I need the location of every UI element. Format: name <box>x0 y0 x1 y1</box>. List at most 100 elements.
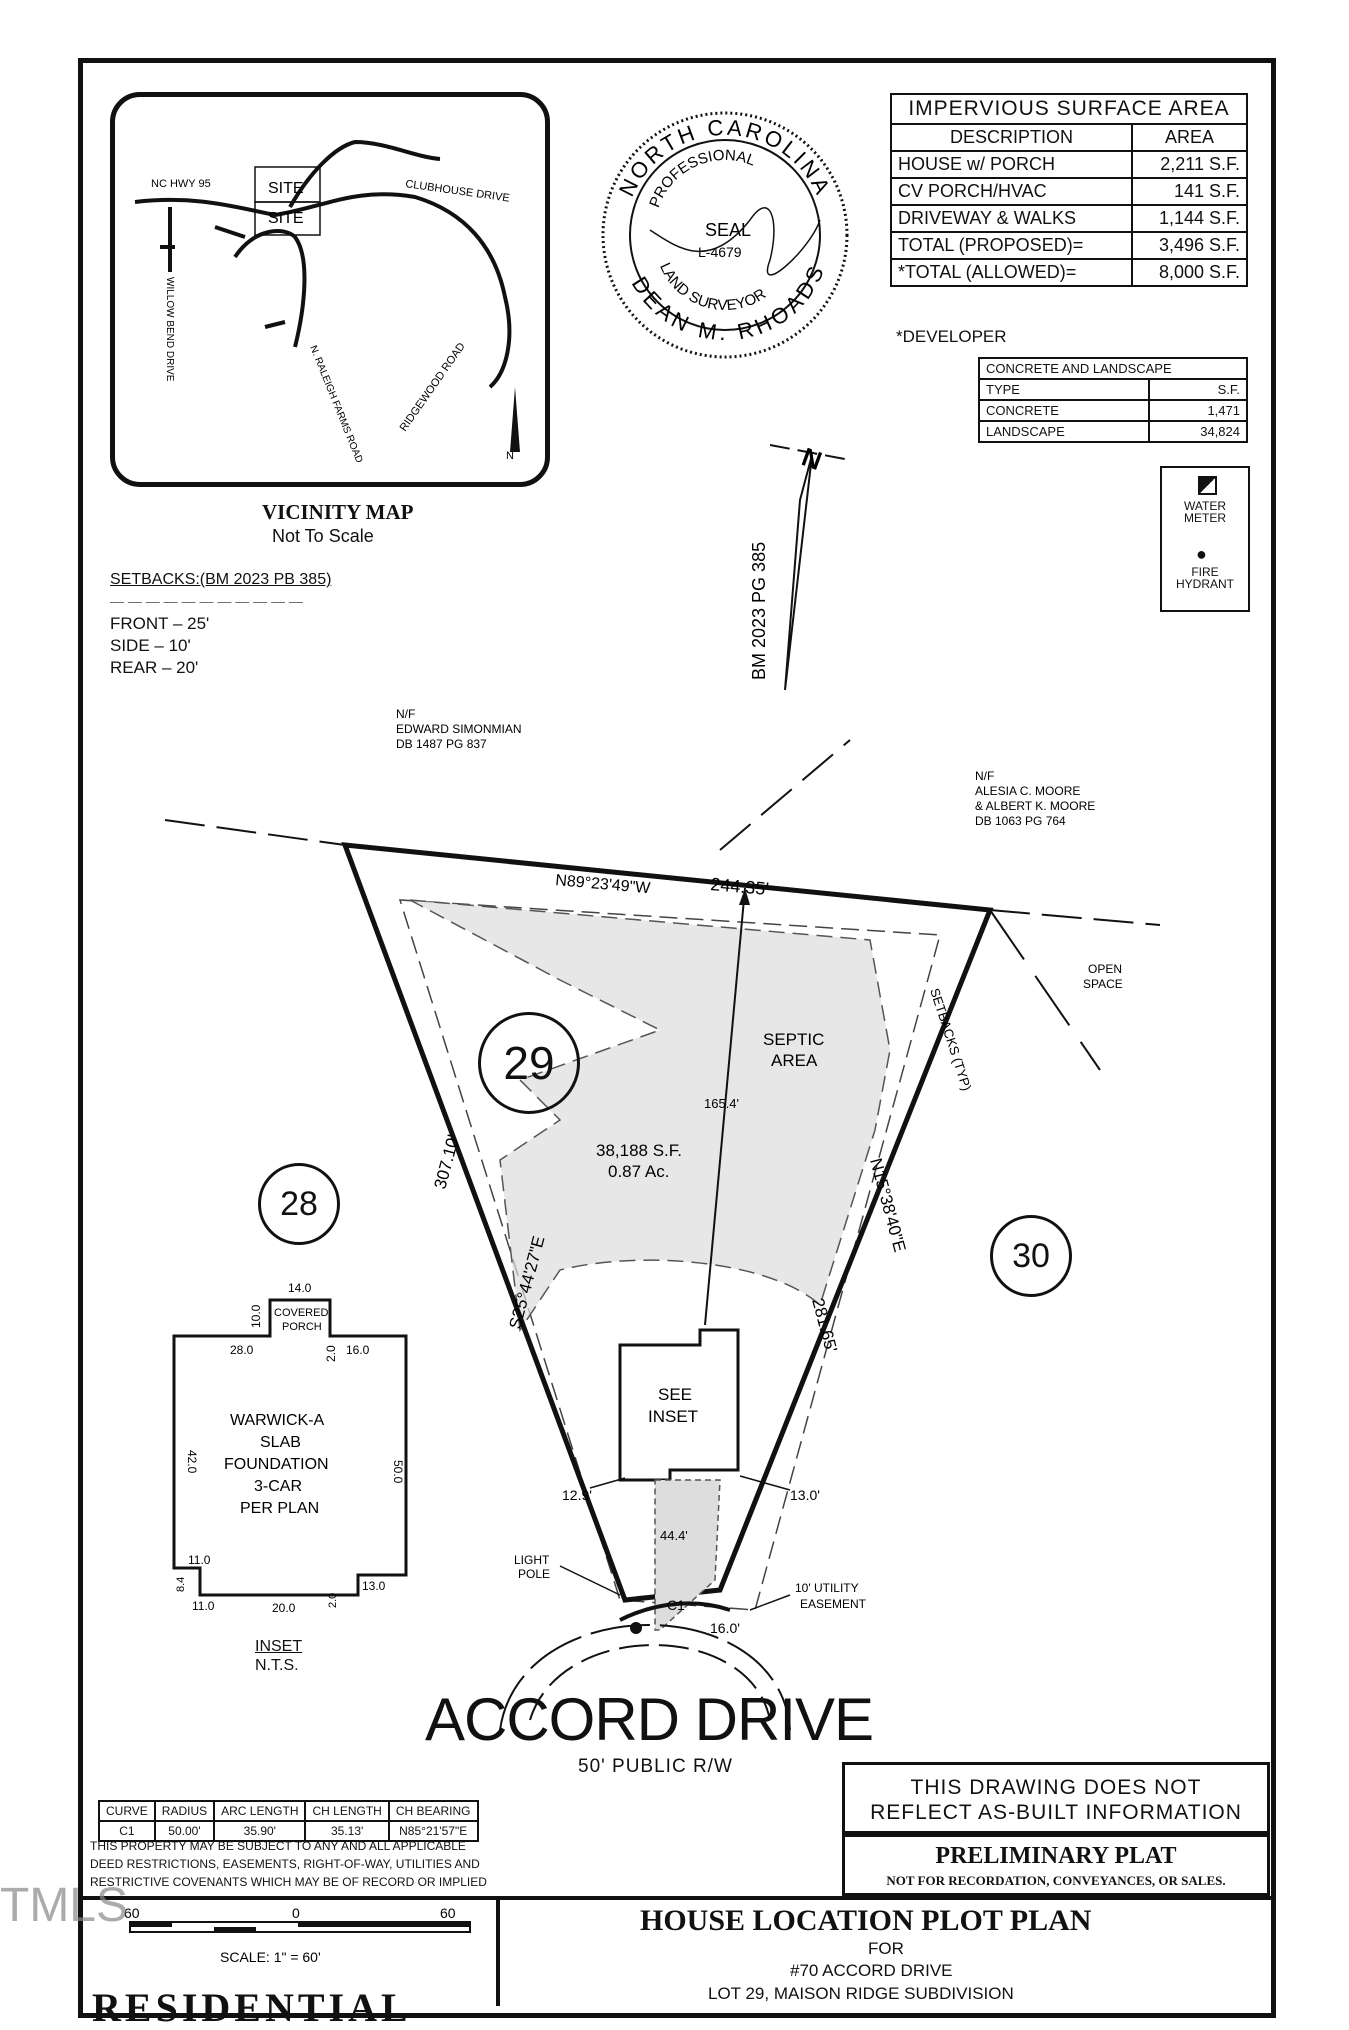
lot-area-ac: 0.87 Ac. <box>608 1162 669 1181</box>
fire-hydrant-icon: ● <box>1196 544 1207 564</box>
legend-box: WATER METER ● FIRE HYDRANT <box>1160 466 1250 612</box>
title-divider <box>496 1896 500 2006</box>
inset-dim-bottom-right: 13.0 <box>362 1579 386 1593</box>
scale-bar: 60 0 60 SCALE: 1" = 60' <box>124 1906 471 1965</box>
utility-2: EASEMENT <box>800 1597 867 1611</box>
impervious-title: IMPERVIOUS SURFACE AREA <box>890 93 1248 125</box>
right-offset: 13.0' <box>790 1487 820 1503</box>
septic-label-1: SEPTIC <box>763 1030 824 1049</box>
inset-dim-bottom-step: 11.0 <box>188 1553 211 1567</box>
impervious-area: 2,211 S.F. <box>1130 150 1249 179</box>
inset-dim-small-left: 8.4 <box>175 1577 187 1592</box>
inset-house-1: WARWICK-A <box>230 1412 325 1429</box>
north-arrow-icon <box>784 454 813 691</box>
curve-header: ARC LENGTH <box>213 1800 307 1822</box>
scale-label: SCALE: 1" = 60' <box>220 1949 321 1965</box>
inset-house-2: SLAB <box>260 1434 301 1451</box>
inset-dim-porch-left: 10.0 <box>249 1304 263 1328</box>
deed-note-1: THIS PROPERTY MAY BE SUBJECT TO ANY AND … <box>90 1839 466 1853</box>
driveway <box>654 1479 721 1631</box>
see-inset-2: INSET <box>648 1407 698 1426</box>
deed-note-2: DEED RESTRICTIONS, EASEMENTS, RIGHT-OF-W… <box>90 1857 480 1871</box>
inset-dim-right-top: 16.0 <box>346 1343 370 1357</box>
street-name: ACCORD DRIVE <box>425 1686 874 1753</box>
left-offset: 12.9' <box>562 1487 592 1503</box>
inset-nts: N.T.S. <box>255 1657 299 1674</box>
open-space-1: OPEN <box>1088 962 1122 976</box>
seal-number: L-4679 <box>698 244 742 260</box>
preliminary-title: PRELIMINARY PLAT <box>935 1843 1177 1869</box>
east-neighbor-1: N/F <box>975 769 994 783</box>
east-neighbor-4: DB 1063 PG 764 <box>975 814 1066 828</box>
vicinity-map: NC HWY 95 SITE SITE CLUBHOUSE DRIVE WILL… <box>110 92 550 487</box>
light-pole-1: LIGHT <box>514 1553 550 1567</box>
drive-width: 16.0' <box>710 1620 740 1636</box>
setback-front: FRONT – 25' <box>110 614 210 633</box>
inset-house-5: PER PLAN <box>240 1500 319 1517</box>
seal-word: SEAL <box>705 220 751 240</box>
impervious-area: 141 S.F. <box>1130 177 1249 206</box>
lot-area-sf: 38,188 S.F. <box>596 1141 682 1160</box>
map-north-arrow-icon <box>510 387 520 452</box>
title-lot: LOT 29, MAISON RIDGE SUBDIVISION <box>708 1984 1014 2003</box>
preliminary-box: PRELIMINARY PLAT NOT FOR RECORDATION, CO… <box>842 1834 1270 1896</box>
inset-dim-left-top: 28.0 <box>230 1343 254 1357</box>
impervious-area: 8,000 S.F. <box>1130 258 1249 287</box>
setbacks-title: SETBACKS:(BM 2023 PB 385) <box>110 571 332 588</box>
not-as-built-2: REFLECT AS-BUILT INFORMATION <box>870 1801 1242 1824</box>
inset-porch-2: PORCH <box>282 1321 322 1333</box>
north-neighbor-3: DB 1487 PG 837 <box>396 737 487 751</box>
curve-cell: C1 <box>98 1820 156 1842</box>
utility-1: 10' UTILITY <box>795 1581 859 1595</box>
fire-hydrant-label: FIRE HYDRANT <box>1175 565 1234 591</box>
concrete-sf: 34,824 <box>1147 420 1249 443</box>
setbacks-dashes: — — — — — — — — — — — <box>110 593 303 609</box>
inset-dim-bottom-mid: 20.0 <box>272 1601 296 1615</box>
concrete-sf: 1,471 <box>1147 399 1249 422</box>
inset-label: INSET <box>255 1638 303 1655</box>
setback-rear: REAR – 20' <box>110 658 199 677</box>
concrete-header-type: TYPE <box>978 378 1150 401</box>
drive-length: 44.4' <box>660 1528 688 1543</box>
lot-29-badge: 29 <box>478 1012 580 1114</box>
setback-side: SIDE – 10' <box>110 636 191 655</box>
curve-header: CURVE <box>98 1800 156 1822</box>
vicinity-title: VICINITY MAP <box>262 500 414 524</box>
impervious-desc: DRIVEWAY & WALKS <box>890 204 1133 233</box>
curve-header: CH LENGTH <box>304 1800 390 1822</box>
title-main: HOUSE LOCATION PLOT PLAN <box>640 1904 1092 1937</box>
light-pole-2: POLE <box>518 1567 550 1581</box>
nc-hwy-95-label: NC HWY 95 <box>151 178 211 190</box>
curve-cell: N85°21'57"E <box>387 1820 479 1842</box>
water-meter-label: WATER METER <box>1184 499 1226 525</box>
inset-dim-bottom-step2: 2.0 <box>327 1593 339 1608</box>
septic-label-2: AREA <box>771 1051 818 1070</box>
developer-note: *DEVELOPER <box>896 327 1007 346</box>
title-for: FOR <box>868 1939 904 1958</box>
surveyor-seal: NORTH CAROLINA DEAN M. RHOADS PROFESSION… <box>601 111 849 359</box>
north-neighbor-1: N/F <box>396 707 415 721</box>
curve-cell: 35.13' <box>304 1820 390 1842</box>
not-as-built-1: THIS DRAWING DOES NOT <box>910 1776 1202 1799</box>
light-pole-icon <box>630 1622 642 1634</box>
north-neighbor-2: EDWARD SIMONMIAN <box>396 722 522 736</box>
inset-dim-top: 14.0 <box>288 1281 312 1295</box>
impervious-header-desc: DESCRIPTION <box>890 123 1133 152</box>
watermark: TMLS <box>0 1879 129 1932</box>
impervious-desc: TOTAL (PROPOSED)= <box>890 231 1133 260</box>
residential-label: RESIDENTIAL <box>92 1985 412 2030</box>
impervious-desc: CV PORCH/HVAC <box>890 177 1133 206</box>
north-length: 244.35' <box>710 874 770 899</box>
lot-depth: 165.4' <box>704 1096 739 1111</box>
house-footprint <box>618 1328 740 1482</box>
not-as-built-box: THIS DRAWING DOES NOT REFLECT AS-BUILT I… <box>842 1762 1270 1834</box>
street-row: 50' PUBLIC R/W <box>578 1756 733 1777</box>
impervious-desc: *TOTAL (ALLOWED)= <box>890 258 1133 287</box>
impervious-header-area: AREA <box>1130 123 1249 152</box>
septic-area <box>409 899 891 1333</box>
inset-porch-1: COVERED <box>274 1307 328 1319</box>
willow-label: WILLOW BEND DRIVE <box>164 277 175 382</box>
signature <box>649 207 821 276</box>
